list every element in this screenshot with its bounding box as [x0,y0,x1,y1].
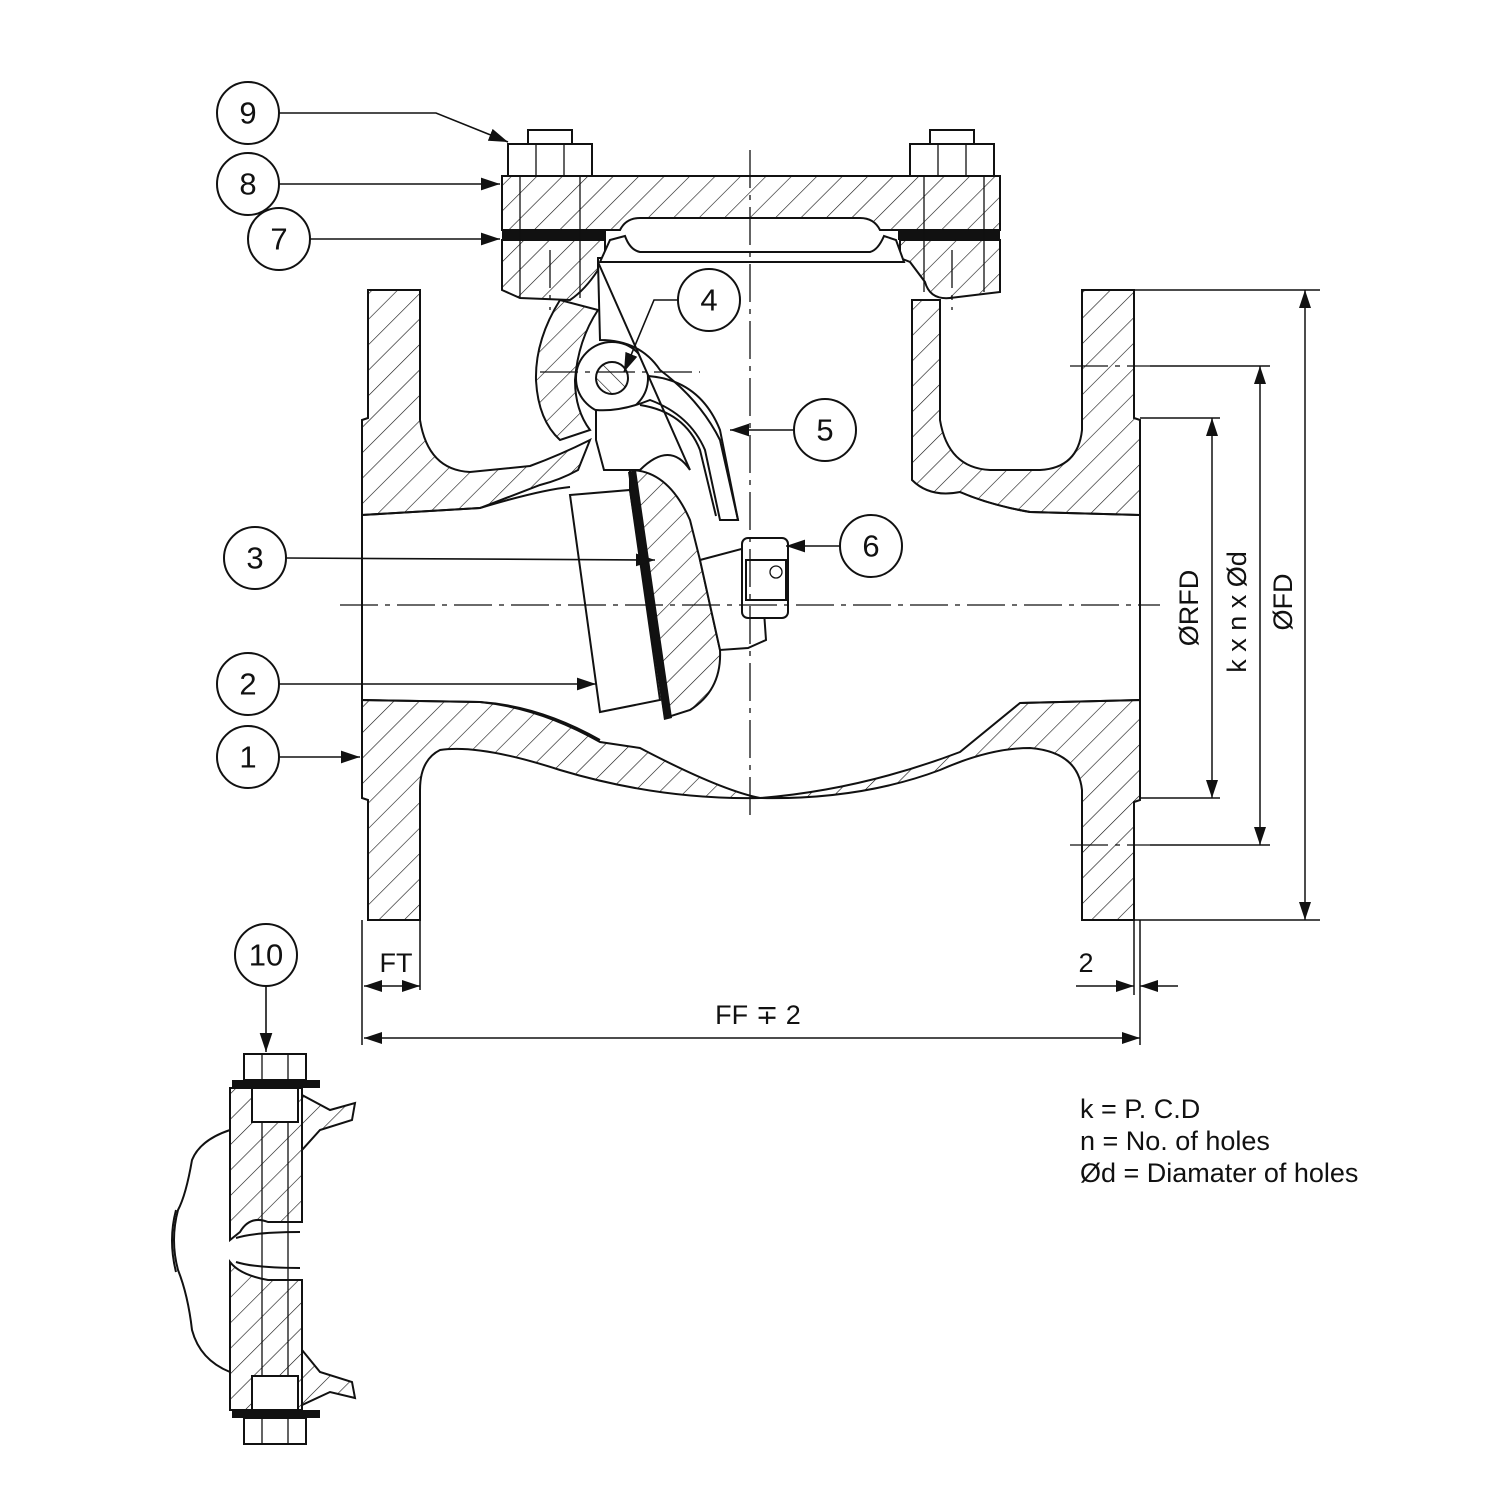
cover-bolts [507,129,995,298]
svg-text:1: 1 [239,740,256,775]
svg-text:8: 8 [239,167,256,202]
callout-10: 10 [234,923,298,987]
callout-2: 2 [216,652,280,716]
svg-text:6: 6 [862,529,879,564]
gasket [502,230,1000,240]
svg-text:9: 9 [239,96,256,131]
svg-text:10: 10 [249,938,283,973]
bolt-circle-label: k x n x Ød [1222,551,1252,673]
flange-thickness-label: FT [380,948,413,978]
callout-8: 8 [216,152,280,216]
svg-text:7: 7 [270,222,287,257]
face-to-face-label: FF ∓ 2 [715,1000,801,1030]
dimension-lines [361,289,1320,1045]
center-lines [340,150,1160,846]
legend-line-3: Ød = Diamater of holes [1080,1158,1358,1188]
svg-text:3: 3 [246,541,263,576]
disc-assembly [568,261,789,720]
raised-face-diameter-label: ØRFD [1174,570,1204,647]
callout-7: 7 [247,207,311,271]
valve-body [361,289,1141,921]
svg-text:5: 5 [816,413,833,448]
callout-1: 1 [216,725,280,789]
svg-text:4: 4 [700,283,717,318]
callout-leaders [259,112,840,1052]
svg-text:2: 2 [239,667,256,702]
raised-face-height-label: 2 [1078,948,1093,978]
detail-view-10 [171,1053,357,1445]
callout-6: 6 [839,514,903,578]
callout-5: 5 [793,398,857,462]
flange-diameter-label: ØFD [1268,574,1298,631]
legend: k = P. C.D n = No. of holes Ød = Diamate… [1080,1094,1358,1188]
legend-line-2: n = No. of holes [1080,1126,1270,1156]
legend-line-1: k = P. C.D [1080,1094,1200,1124]
callout-3: 3 [223,526,287,590]
callout-4: 4 [677,268,741,332]
bonnet [501,175,1001,302]
callout-9: 9 [216,81,280,145]
